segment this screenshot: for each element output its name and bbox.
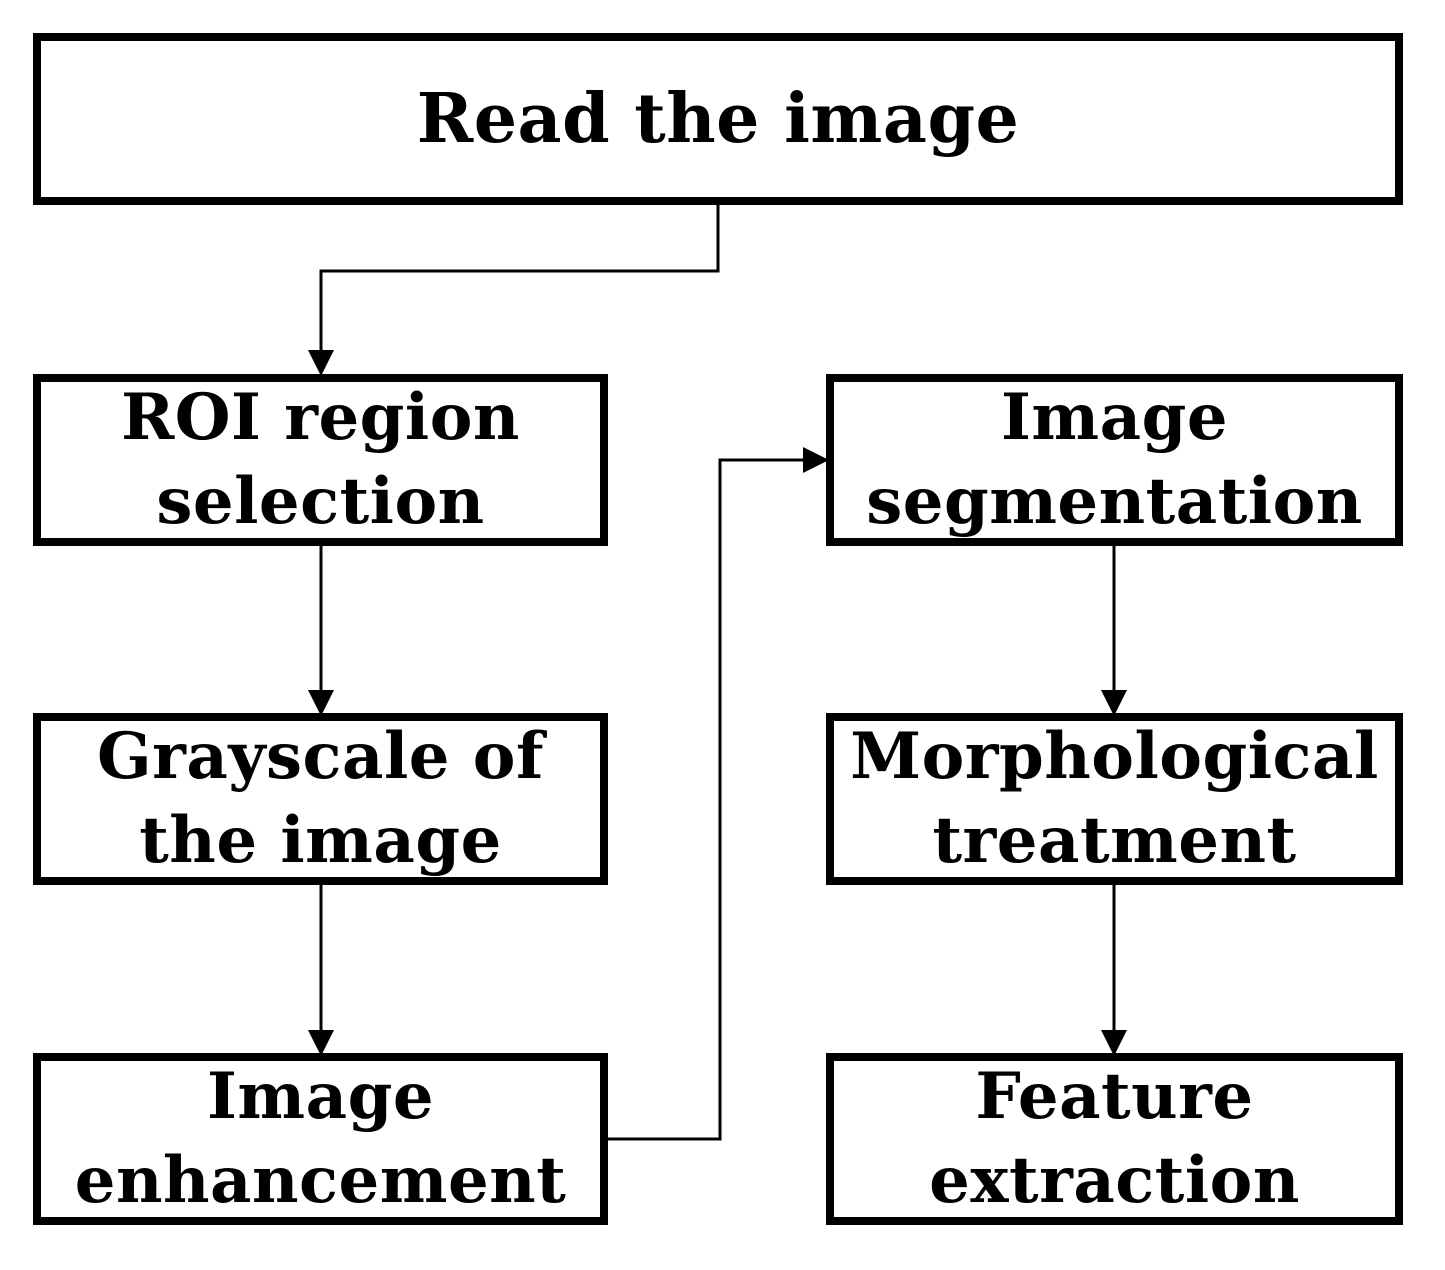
- step-grayscale: Grayscale of the image: [33, 713, 608, 885]
- step-morphological-label-line1: Morphological: [850, 719, 1379, 794]
- step-image-segmentation: Image segmentation: [826, 374, 1403, 546]
- step-grayscale-label-line1: Grayscale of: [96, 719, 545, 794]
- step-roi-label-line1: ROI region: [121, 380, 520, 455]
- arrow-roi-to-grayscale: [308, 546, 334, 716]
- step-image-enhancement: Image enhancement: [33, 1053, 608, 1225]
- step-feature-label-line2: extraction: [929, 1143, 1300, 1218]
- arrow-grayscale-to-enhancement: [308, 885, 334, 1056]
- step-segmentation-label-line2: segmentation: [866, 464, 1363, 539]
- step-read-image: Read the image: [33, 33, 1403, 205]
- step-morphological-treatment: Morphological treatment: [826, 713, 1403, 885]
- arrow-segmentation-to-morphological: [1101, 546, 1127, 716]
- step-enhancement-label-line2: enhancement: [74, 1143, 567, 1218]
- step-feature-extraction: Feature extraction: [826, 1053, 1403, 1225]
- step-roi-region-selection: ROI region selection: [33, 374, 608, 546]
- step-enhancement-label-line1: Image: [206, 1059, 435, 1134]
- arrow-read-to-roi: [308, 205, 720, 376]
- step-roi-label-line2: selection: [156, 464, 485, 539]
- step-grayscale-label-line2: the image: [139, 803, 502, 878]
- step-read-image-label: Read the image: [416, 79, 1020, 159]
- arrow-enhancement-to-segmentation: [608, 447, 829, 1141]
- step-feature-label-line1: Feature: [975, 1059, 1254, 1134]
- step-morphological-label-line2: treatment: [932, 803, 1297, 878]
- step-segmentation-label-line1: Image: [1000, 380, 1229, 455]
- arrow-morphological-to-feature: [1101, 885, 1127, 1056]
